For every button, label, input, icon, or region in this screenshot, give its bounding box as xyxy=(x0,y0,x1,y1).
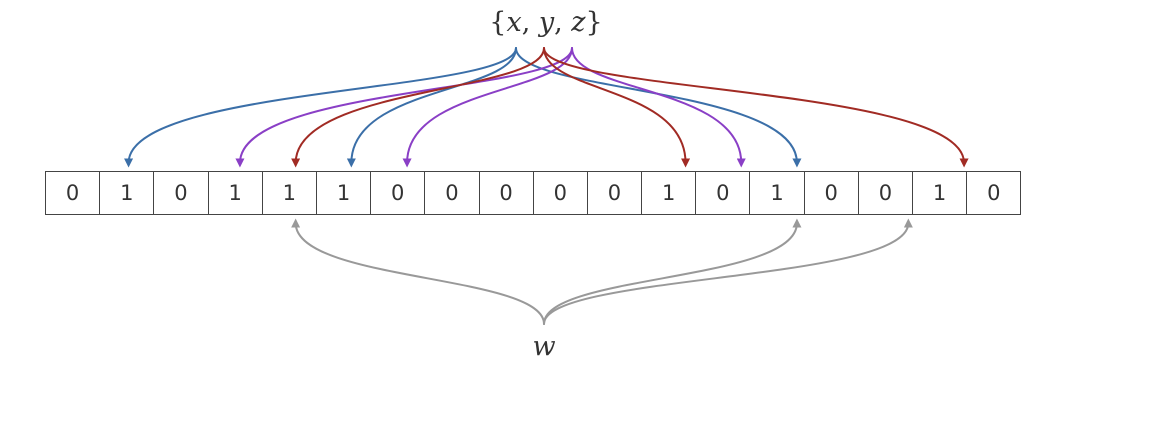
arrow-y-to-bit xyxy=(543,47,969,168)
bit-cell: 1 xyxy=(209,172,263,214)
set-close-brace: } xyxy=(585,7,603,38)
bit-cell: 0 xyxy=(480,172,534,214)
arrow-y-to-bit xyxy=(291,47,545,168)
set-open-brace: { xyxy=(489,7,507,38)
arrow-x-to-bit xyxy=(346,47,517,168)
query-element-w-label: w xyxy=(532,331,556,362)
element-z-label: z xyxy=(571,7,586,38)
bit-cell: 1 xyxy=(100,172,155,214)
bit-cell: 1 xyxy=(263,172,317,214)
bit-cell: 0 xyxy=(588,172,643,214)
bit-cell: 1 xyxy=(642,172,697,214)
element-y-label: y xyxy=(538,7,555,38)
input-set-label: {x, y, z} xyxy=(476,6,616,40)
arrow-y-to-bit xyxy=(543,47,691,168)
bit-cell: 0 xyxy=(967,172,1022,214)
bit-cell: 0 xyxy=(696,172,751,214)
arrow-z-to-bit xyxy=(571,47,746,168)
bit-cell: 0 xyxy=(425,172,480,214)
bit-cell: 1 xyxy=(317,172,372,214)
set-separator-2: , xyxy=(554,7,572,38)
arrow-w-to-bit xyxy=(543,218,802,325)
bit-cell: 0 xyxy=(859,172,913,214)
arrow-x-to-bit xyxy=(515,47,802,168)
bit-cell: 0 xyxy=(371,172,426,214)
bit-cell: 1 xyxy=(913,172,968,214)
bit-cell: 0 xyxy=(154,172,209,214)
arrow-z-to-bit xyxy=(235,47,573,168)
arrow-w-to-bit xyxy=(543,218,913,325)
set-separator-1: , xyxy=(521,7,539,38)
arrow-x-to-bit xyxy=(124,47,517,168)
bit-cell: 0 xyxy=(534,172,588,214)
bit-cell: 0 xyxy=(46,172,101,214)
bit-cell: 1 xyxy=(750,172,805,214)
bit-cell: 0 xyxy=(805,172,859,214)
arrow-w-to-bit xyxy=(291,218,545,325)
element-x-label: x xyxy=(506,7,522,38)
